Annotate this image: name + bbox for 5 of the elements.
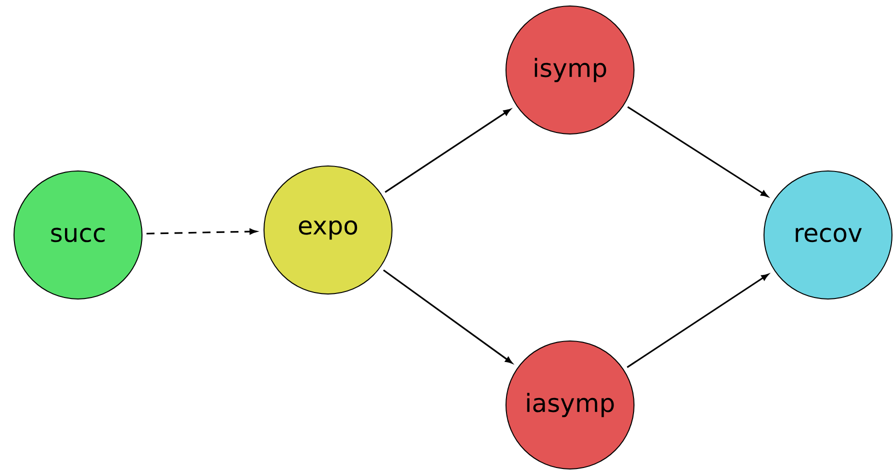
arrow	[627, 106, 768, 197]
arrow	[383, 269, 512, 364]
arrow	[384, 108, 511, 193]
arrow	[626, 274, 769, 368]
arrow	[146, 228, 257, 234]
